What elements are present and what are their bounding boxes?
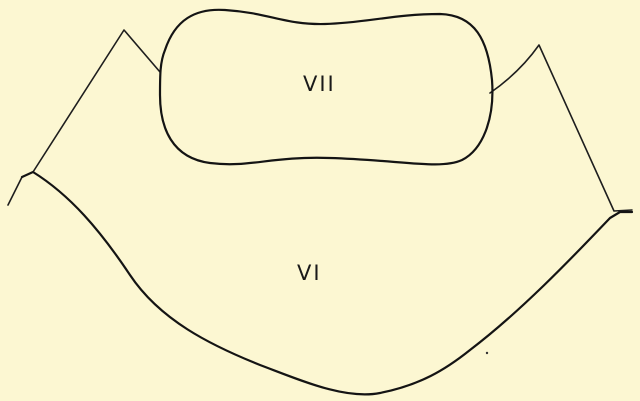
- region-seven-label: VII: [303, 72, 336, 96]
- right-outer-segment: [490, 45, 632, 211]
- left-outer-segment: [8, 30, 160, 205]
- region-six-outline: [22, 172, 632, 394]
- stray-dot: [486, 352, 488, 354]
- region-six-label: VI: [297, 261, 322, 285]
